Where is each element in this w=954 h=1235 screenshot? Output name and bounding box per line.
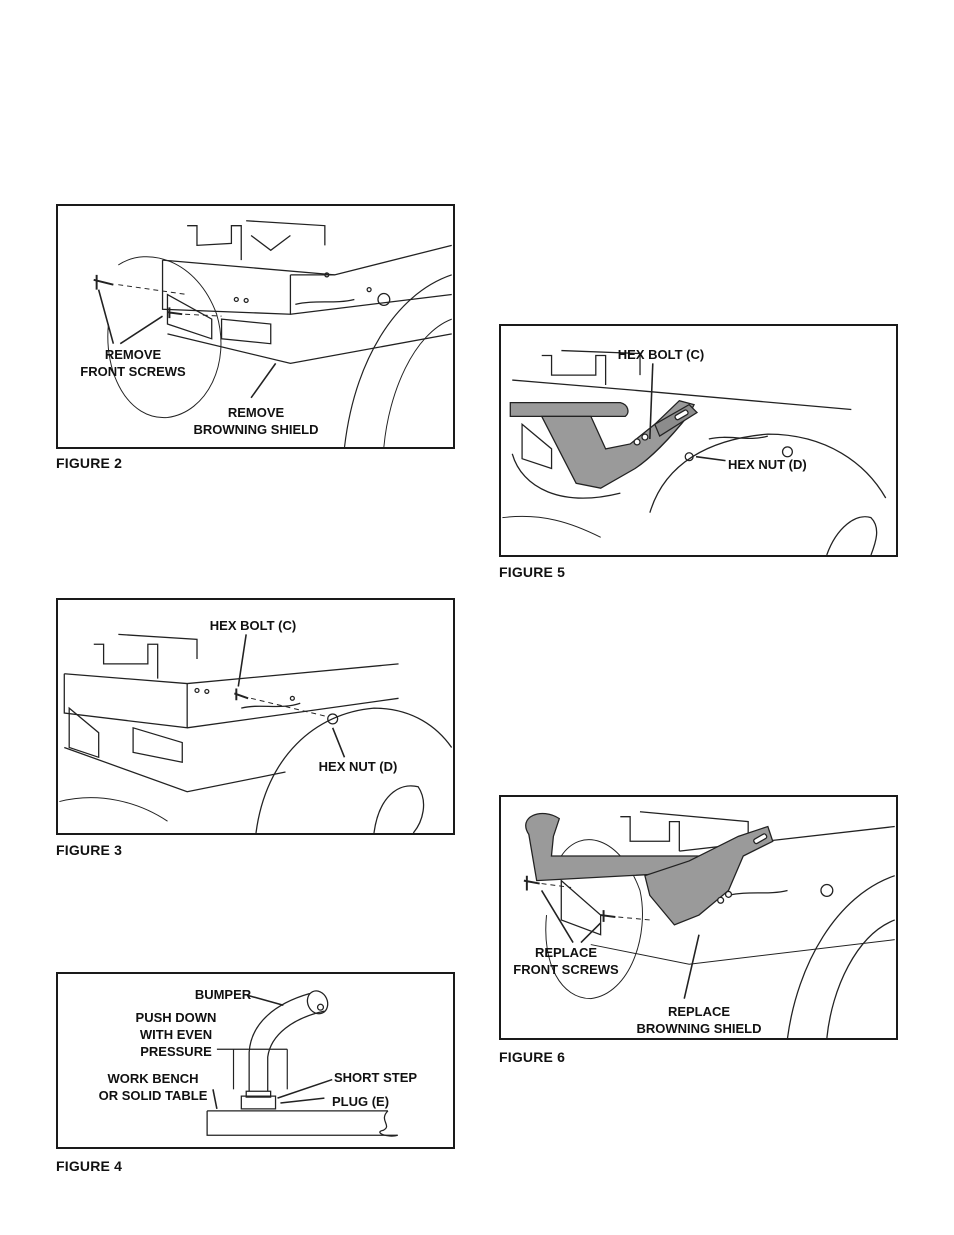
figure-4-bumper-label: BUMPER [188, 986, 258, 1003]
figure-3-caption: FIGURE 3 [56, 842, 122, 858]
figure-2-remove-screws-label: REMOVE FRONT SCREWS [68, 346, 198, 380]
label-line: REPLACE [629, 1003, 769, 1020]
figure-3-illustration [58, 600, 453, 833]
figure-5-hex-nut-label: HEX NUT (D) [728, 456, 848, 473]
label-line: BROWNING SHIELD [186, 421, 326, 438]
figure-3-frame: HEX BOLT (C) HEX NUT (D) [56, 598, 455, 835]
figure-6-illustration [501, 797, 896, 1038]
label-line: WITH EVEN [126, 1026, 226, 1043]
figure-2-caption: FIGURE 2 [56, 455, 122, 471]
label-line: BROWNING SHIELD [629, 1020, 769, 1037]
figure-2-remove-shield-label: REMOVE BROWNING SHIELD [186, 404, 326, 438]
label-line: FRONT SCREWS [68, 363, 198, 380]
figure-4-work-bench-label: WORK BENCH OR SOLID TABLE [78, 1070, 228, 1104]
figure-3-hex-nut-label: HEX NUT (D) [293, 758, 423, 775]
figure-6-replace-shield-label: REPLACE BROWNING SHIELD [629, 1003, 769, 1037]
label-line: OR SOLID TABLE [78, 1087, 228, 1104]
figure-6-caption: FIGURE 6 [499, 1049, 565, 1065]
figure-2-frame: REMOVE FRONT SCREWS REMOVE BROWNING SHIE… [56, 204, 455, 449]
figure-3-hex-bolt-label: HEX BOLT (C) [188, 617, 318, 634]
label-line: REPLACE [501, 944, 631, 961]
figure-4-plug-label: PLUG (E) [332, 1093, 412, 1110]
label-line: WORK BENCH [78, 1070, 228, 1087]
figure-4-short-step-label: SHORT STEP [334, 1069, 434, 1086]
label-line: REMOVE [186, 404, 326, 421]
figure-5-caption: FIGURE 5 [499, 564, 565, 580]
label-line: PUSH DOWN [126, 1009, 226, 1026]
figure-5-hex-bolt-label: HEX BOLT (C) [596, 346, 726, 363]
figure-4-push-down-label: PUSH DOWN WITH EVEN PRESSURE [126, 1009, 226, 1060]
figure-4-frame: BUMPER PUSH DOWN WITH EVEN PRESSURE WORK… [56, 972, 455, 1149]
figure-6-replace-screws-label: REPLACE FRONT SCREWS [501, 944, 631, 978]
figure-6-frame: REPLACE FRONT SCREWS REPLACE BROWNING SH… [499, 795, 898, 1040]
label-line: REMOVE [68, 346, 198, 363]
figure-5-frame: HEX BOLT (C) HEX NUT (D) [499, 324, 898, 557]
label-line: FRONT SCREWS [501, 961, 631, 978]
label-line: PRESSURE [126, 1043, 226, 1060]
figure-4-caption: FIGURE 4 [56, 1158, 122, 1174]
